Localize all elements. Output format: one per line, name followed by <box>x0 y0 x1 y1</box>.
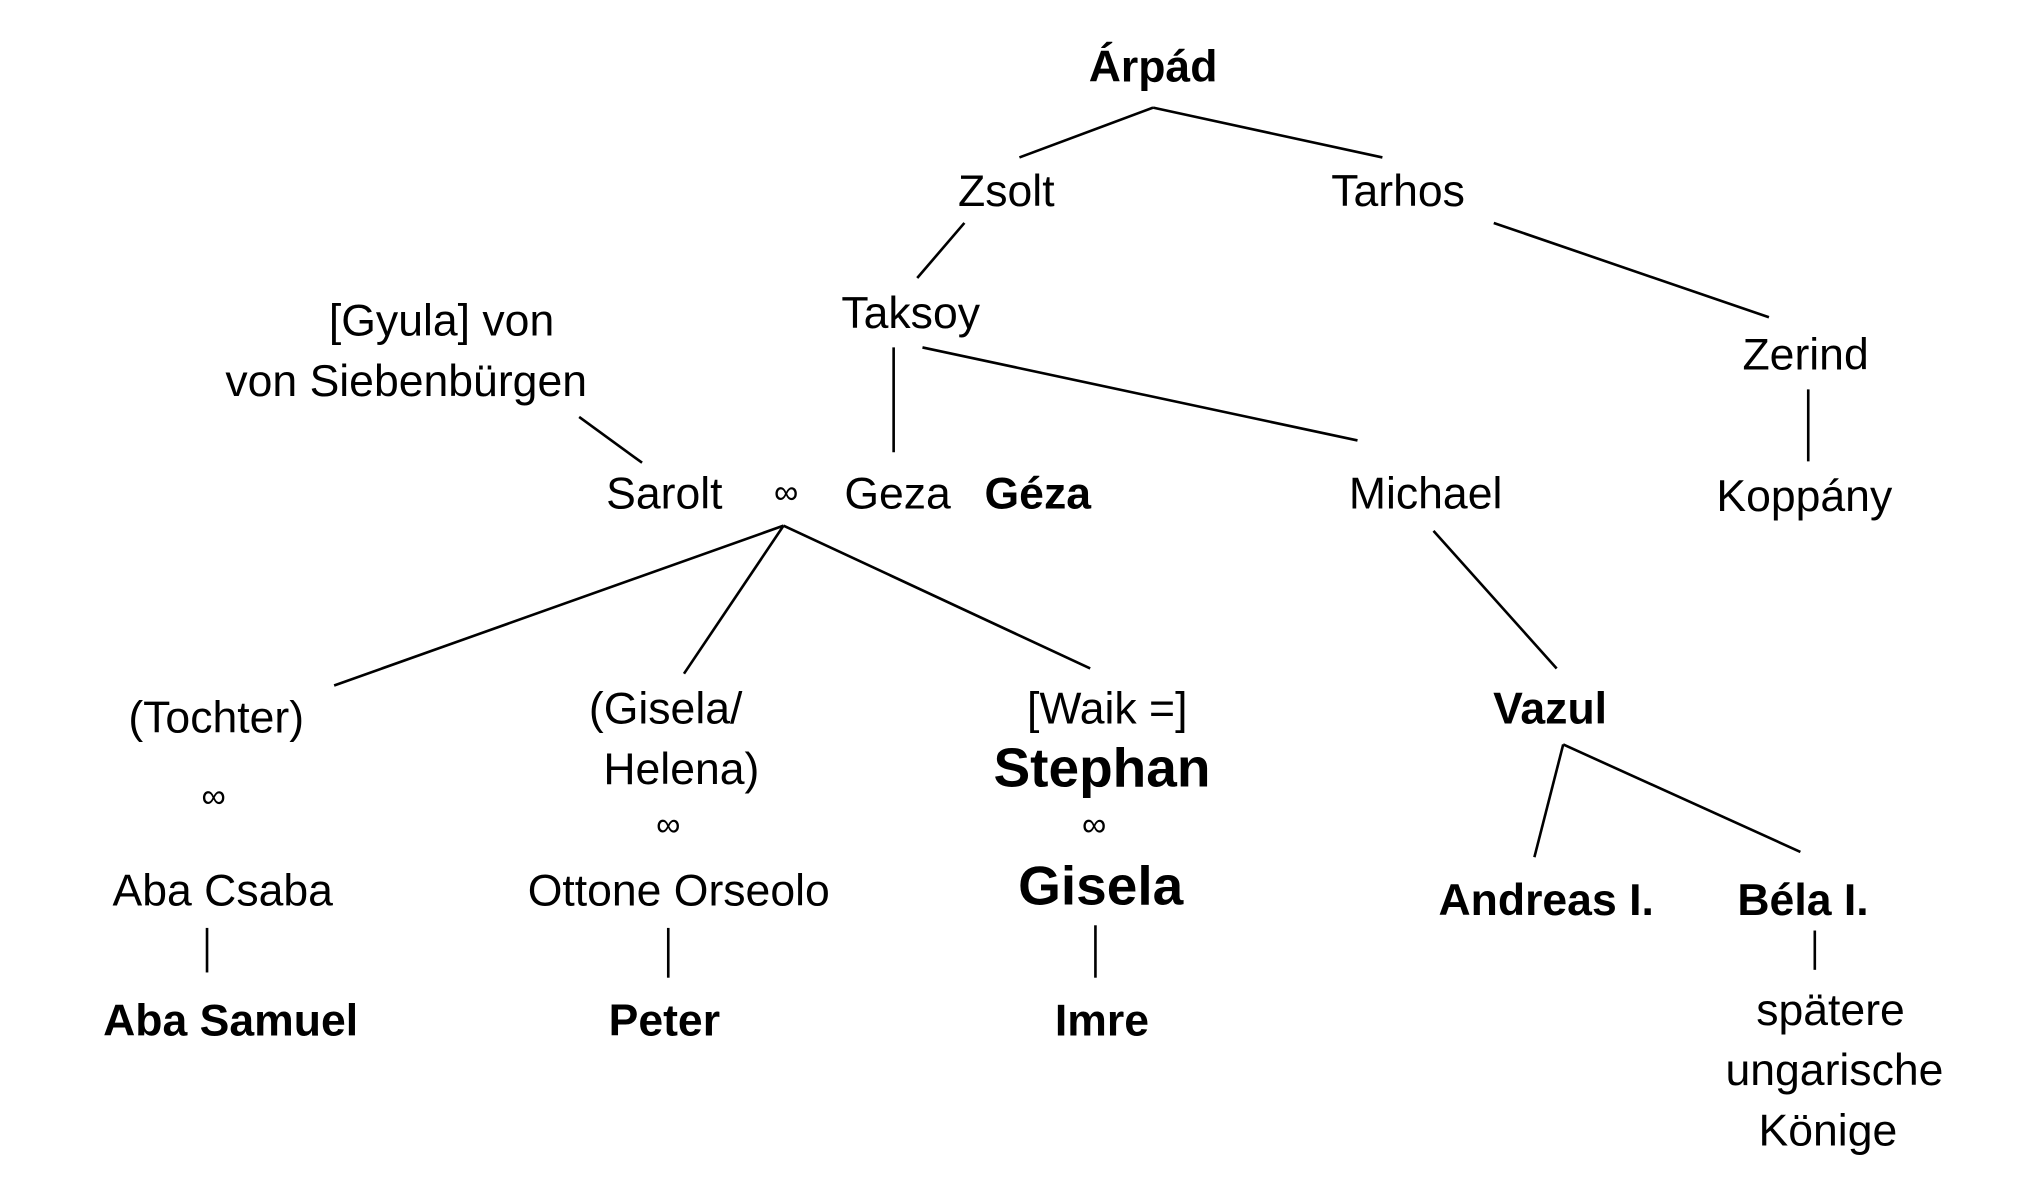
connector-lines <box>205 106 1817 978</box>
node-geza-plain: Geza <box>844 470 951 519</box>
node-bela: Béla I. <box>1737 876 1868 925</box>
node-gyula-line1: [Gyula] von <box>329 297 554 346</box>
node-tarhos: Tarhos <box>1331 167 1465 216</box>
edge-vazul-andreas <box>1533 744 1565 858</box>
node-later-kings-line1: spätere <box>1756 986 1905 1035</box>
marriage-symbol-sarolt-geza: ∞ <box>774 473 798 511</box>
edge-michael-vazul <box>1432 530 1558 670</box>
node-andreas: Andreas I. <box>1438 876 1653 925</box>
node-tochter: (Tochter) <box>128 694 304 743</box>
edge-couple-stephan <box>783 524 1091 670</box>
node-later-kings-line3: Könige <box>1759 1106 1898 1155</box>
node-taksoy: Taksoy <box>841 289 980 338</box>
node-sarolt: Sarolt <box>606 470 723 519</box>
node-koppany: Koppány <box>1716 472 1893 521</box>
edge-taksoy-michael <box>922 346 1358 442</box>
node-waik: [Waik =] <box>1027 684 1187 733</box>
edge-arpad-zsolt <box>1018 106 1154 159</box>
node-later-kings-line2: ungarische <box>1725 1046 1943 1095</box>
node-vazul: Vazul <box>1493 684 1607 733</box>
marriage-symbol-stephan: ∞ <box>1082 806 1106 844</box>
node-zsolt: Zsolt <box>958 167 1055 216</box>
node-ottone-orseolo: Ottone Orseolo <box>528 867 830 916</box>
node-aba-samuel: Aba Samuel <box>103 996 358 1045</box>
node-peter: Peter <box>609 996 720 1045</box>
node-imre: Imre <box>1055 996 1149 1045</box>
edge-couple-gisela-helena <box>682 524 785 675</box>
node-arpad: Árpád <box>1089 41 1218 91</box>
edge-gyula-sarolt <box>578 415 643 464</box>
node-gisela: Gisela <box>1018 854 1184 916</box>
edge-couple-tochter <box>333 524 785 687</box>
node-gyula-line2: von Siebenbürgen <box>225 357 587 406</box>
node-gisela-helena-line1: (Gisela/ <box>589 684 743 733</box>
edge-arpad-tarhos <box>1152 106 1383 159</box>
edge-tarhos-zerind <box>1493 221 1770 319</box>
node-gisela-helena-line2: Helena) <box>603 745 759 794</box>
edge-vazul-bela <box>1562 743 1801 854</box>
node-geza-bold: Géza <box>985 470 1093 519</box>
node-aba-csaba: Aba Csaba <box>113 867 334 916</box>
node-zerind: Zerind <box>1742 331 1868 380</box>
edge-zsolt-taksoy <box>916 222 966 279</box>
node-michael: Michael <box>1349 470 1503 519</box>
node-stephan: Stephan <box>993 736 1210 798</box>
marriage-symbol-tochter: ∞ <box>201 777 225 815</box>
marriage-symbol-gisela-helena: ∞ <box>656 806 680 844</box>
